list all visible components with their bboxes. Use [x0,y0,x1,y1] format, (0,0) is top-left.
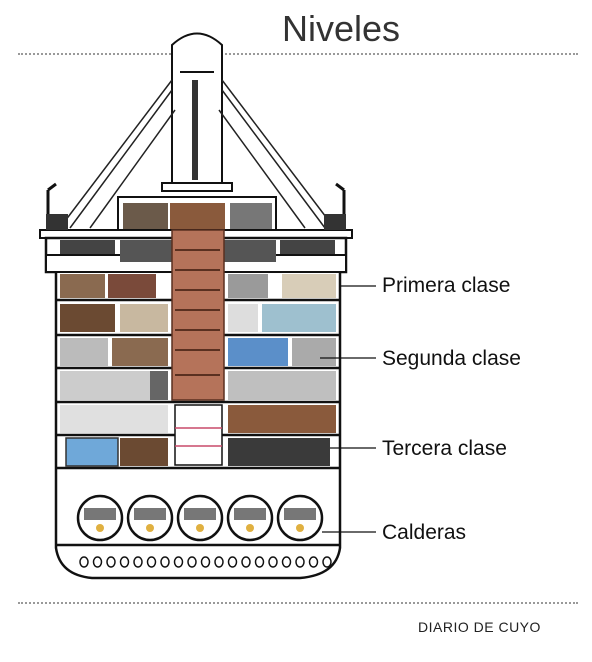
porthole [322,556,332,568]
label-first-class: Primera clase [382,274,511,297]
boiler-fire [296,524,304,532]
bottom-divider [18,602,578,604]
porthole [308,556,319,568]
boiler-fire [96,524,104,532]
grand-staircase [171,229,225,401]
boiler-detail [84,508,116,520]
porthole [119,556,130,568]
porthole [79,556,89,568]
credit: DIARIO DE CUYO [418,619,541,635]
third-class-rooms [60,404,336,467]
porthole [254,556,265,568]
porthole [92,556,103,568]
porthole [173,556,184,568]
boiler-fire [146,524,154,532]
boiler-detail [284,508,316,520]
porthole [295,556,305,568]
porthole [200,556,211,568]
boiler-fire [196,524,204,532]
porthole [146,556,157,568]
boiler-fire [246,524,254,532]
porthole [214,556,224,568]
porthole [133,556,143,568]
label-second-class: Segunda clase [382,347,521,370]
boiler-detail [184,508,216,520]
keel-portholes [79,556,332,568]
page-title: Niveles [281,8,401,49]
boiler-detail [234,508,266,520]
second-class-rooms [60,338,336,400]
label-boilers: Calderas [382,521,467,544]
rigging [61,79,333,229]
funnel [161,32,233,192]
top-divider [18,53,578,55]
porthole [187,556,197,568]
boiler-detail [134,508,166,520]
boiler-room [76,494,324,542]
porthole [241,556,251,568]
leader-lines [320,285,376,533]
porthole [268,556,278,568]
porthole [106,556,116,568]
porthole [160,556,170,568]
label-third-class: Tercera clase [382,437,507,460]
porthole [227,556,238,568]
first-class-rooms [60,274,336,332]
porthole [281,556,292,568]
